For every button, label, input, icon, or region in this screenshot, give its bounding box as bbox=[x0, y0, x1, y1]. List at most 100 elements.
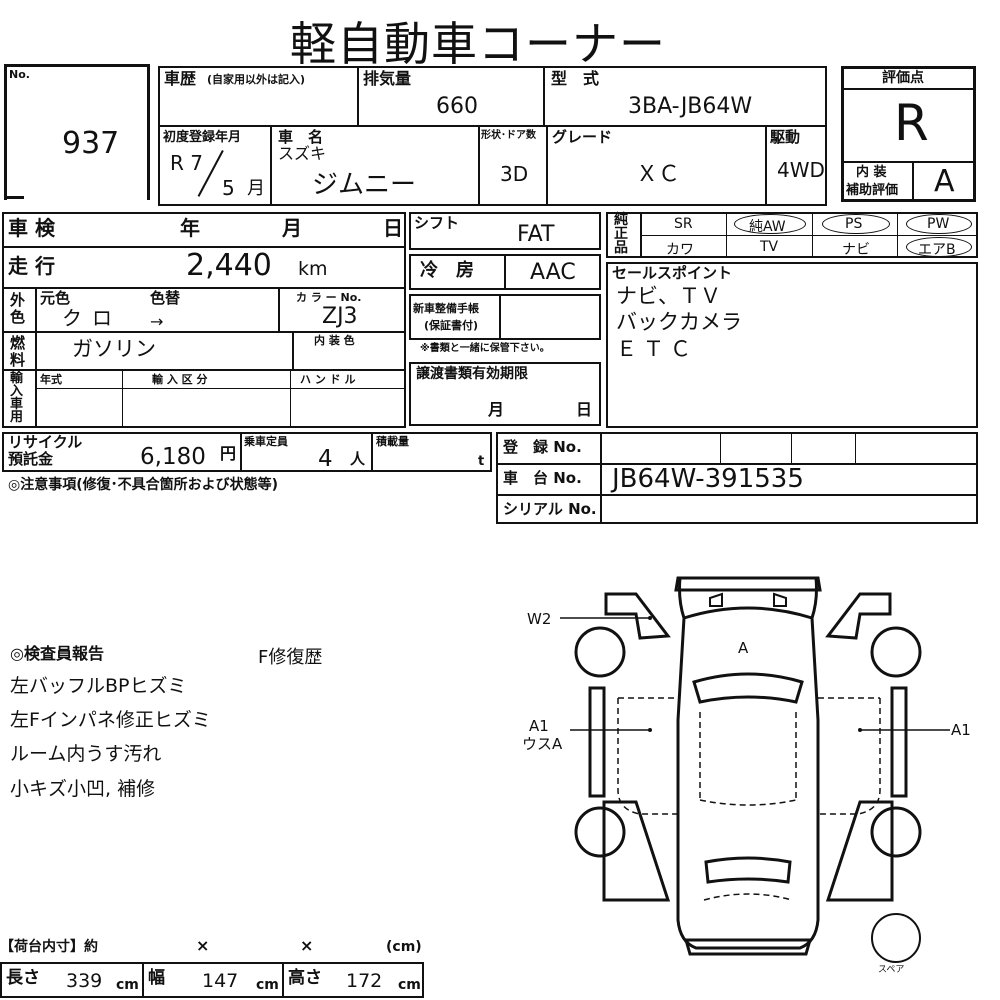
equip-alloy-wheel: 純AW bbox=[749, 219, 786, 235]
mileage-unit: km bbox=[298, 258, 328, 280]
sales-point-line-2: バックカメラ bbox=[616, 310, 742, 334]
color-code-label: カ ラ ー No. bbox=[296, 291, 362, 304]
history-label: 車歴 bbox=[164, 69, 197, 88]
sales-point-label: セールスポイント bbox=[612, 264, 733, 282]
page-title: 軽自動車コーナー bbox=[290, 17, 666, 71]
fuel-side: 燃料 bbox=[10, 334, 26, 369]
orig-color-label: 元色 bbox=[40, 289, 71, 307]
displacement-label: 排気量 bbox=[363, 69, 412, 88]
recycle-value: 6,180 bbox=[140, 444, 206, 470]
model-label: 型 式 bbox=[551, 69, 600, 88]
chassis-label: 車 台 No. bbox=[503, 469, 582, 487]
shape-label: 形状･ドア数 bbox=[481, 130, 536, 141]
recycle-unit: 円 bbox=[220, 444, 237, 463]
capacity-label: 乗車定員 bbox=[244, 435, 288, 448]
mileage-value: 2,440 bbox=[186, 248, 272, 283]
cargo-header: 【荷台内寸】約 bbox=[0, 939, 98, 955]
diagram-label-spare: スペア bbox=[878, 965, 905, 975]
chassis-value: JB64W-391535 bbox=[612, 464, 804, 494]
import-handle-label: ハ ン ド ル bbox=[300, 373, 356, 386]
cargo-length-cm: cm bbox=[116, 977, 139, 993]
shift-box bbox=[409, 212, 601, 250]
first-reg-label: 初度登録年月 bbox=[163, 130, 242, 145]
diagram-label-usu-a: ウスA bbox=[522, 735, 563, 753]
ac-value: AAC bbox=[530, 260, 576, 285]
recycle-label-2: 預託金 bbox=[8, 450, 54, 468]
diagram-label-a1-right: A1 bbox=[951, 721, 971, 739]
equip-sr: SR bbox=[674, 216, 693, 232]
equipment-side: 純正品 bbox=[614, 212, 628, 256]
manual-note: ※書類と一緒に保管下さい。 bbox=[420, 343, 550, 354]
caution-label: ◎注意事項(修復･不具合箇所および状態等) bbox=[8, 477, 279, 493]
color-change-label: 色替 bbox=[150, 289, 181, 307]
cargo-dimensions-table bbox=[0, 962, 424, 998]
capacity-value: 4 bbox=[318, 446, 333, 472]
rating-value: R bbox=[894, 94, 929, 152]
cargo-height-cm: cm bbox=[398, 977, 421, 993]
lot-number-value: 937 bbox=[62, 126, 120, 161]
history-note: (自家用以外は記入) bbox=[207, 73, 306, 86]
lot-number-box: No. 937 bbox=[4, 64, 150, 200]
manual-label-2: (保証書付) bbox=[424, 319, 479, 332]
shift-label: シフト bbox=[414, 214, 460, 232]
details-left-block bbox=[2, 212, 406, 428]
cargo-height-value: 172 bbox=[346, 970, 383, 992]
load-label: 積載量 bbox=[376, 435, 409, 448]
drive-label: 駆動 bbox=[770, 128, 801, 146]
equip-navi: ナビ bbox=[842, 242, 870, 258]
cargo-width-value: 147 bbox=[202, 970, 239, 992]
car-maker: スズキ bbox=[278, 144, 327, 163]
inspector-line-3: ルーム内うす汚れ bbox=[10, 743, 162, 765]
sales-point-line-3: ＥＴＣ bbox=[616, 337, 697, 361]
model-value: 3BA-JB64W bbox=[628, 94, 753, 119]
capacity-unit: 人 bbox=[350, 450, 366, 468]
sales-point-line-1: ナビ、ＴＶ bbox=[616, 284, 721, 308]
cargo-width-cm: cm bbox=[256, 977, 279, 993]
displacement-value: 660 bbox=[436, 94, 478, 119]
sales-point-box bbox=[606, 262, 978, 428]
inspector-repair: F修復歴 bbox=[258, 647, 323, 668]
import-kind-label: 輸 入 区 分 bbox=[152, 373, 208, 386]
rating-box bbox=[841, 66, 976, 202]
import-year-label: 年式 bbox=[40, 373, 62, 386]
interior-label-1: 内 装 bbox=[856, 165, 887, 180]
drive-value: 4WD bbox=[777, 158, 825, 182]
manual-box bbox=[409, 294, 601, 340]
cargo-times-2: × bbox=[300, 936, 314, 955]
rating-label: 評価点 bbox=[882, 70, 924, 86]
equip-leather: カワ bbox=[666, 242, 694, 258]
first-reg-month-unit: 月 bbox=[247, 178, 265, 199]
mileage-label: 走 行 bbox=[8, 254, 55, 278]
transfer-day: 日 bbox=[576, 400, 593, 419]
inspector-line-1: 左バッフルBPヒズミ bbox=[10, 675, 187, 697]
transfer-month: 月 bbox=[488, 400, 505, 419]
inspection-day: 日 bbox=[383, 216, 403, 240]
orig-color-value: クロ bbox=[62, 306, 122, 330]
first-reg-era: R 7 bbox=[170, 151, 203, 175]
fuel-value: ガソリン bbox=[72, 337, 156, 361]
manual-label-1: 新車整備手帳 bbox=[413, 302, 479, 315]
color-code-value: ZJ3 bbox=[322, 304, 358, 329]
inspection-year: 年 bbox=[180, 216, 200, 240]
cargo-unit: (cm) bbox=[386, 939, 422, 955]
transfer-box bbox=[409, 362, 601, 426]
cargo-length-value: 339 bbox=[66, 970, 103, 992]
car-name-label: 車 名 bbox=[278, 128, 324, 146]
serial-label: シリアル No. bbox=[503, 500, 597, 518]
inspection-month: 月 bbox=[282, 216, 302, 240]
equip-pw: PW bbox=[927, 216, 950, 232]
shift-value: FAT bbox=[517, 222, 555, 247]
equip-airbag: エアB bbox=[918, 242, 956, 258]
import-side: 輸入車用 bbox=[10, 371, 24, 425]
color-change-value: → bbox=[150, 312, 164, 331]
transfer-label: 譲渡書類有効期限 bbox=[416, 366, 528, 382]
car-name-value: ジムニー bbox=[312, 170, 417, 200]
diagram-label-a1-left: A1 bbox=[529, 717, 549, 735]
inspector-line-2: 左Fインパネ修正ヒズミ bbox=[10, 709, 211, 731]
exterior-color-side: 外色 bbox=[10, 291, 26, 326]
interior-rating-value: A bbox=[934, 164, 955, 199]
interior-label-2: 補助評価 bbox=[846, 183, 899, 198]
recycle-label-1: リサイクル bbox=[8, 433, 83, 451]
grade-label: グレード bbox=[552, 128, 613, 146]
grade-value: ＸＣ bbox=[636, 162, 681, 187]
